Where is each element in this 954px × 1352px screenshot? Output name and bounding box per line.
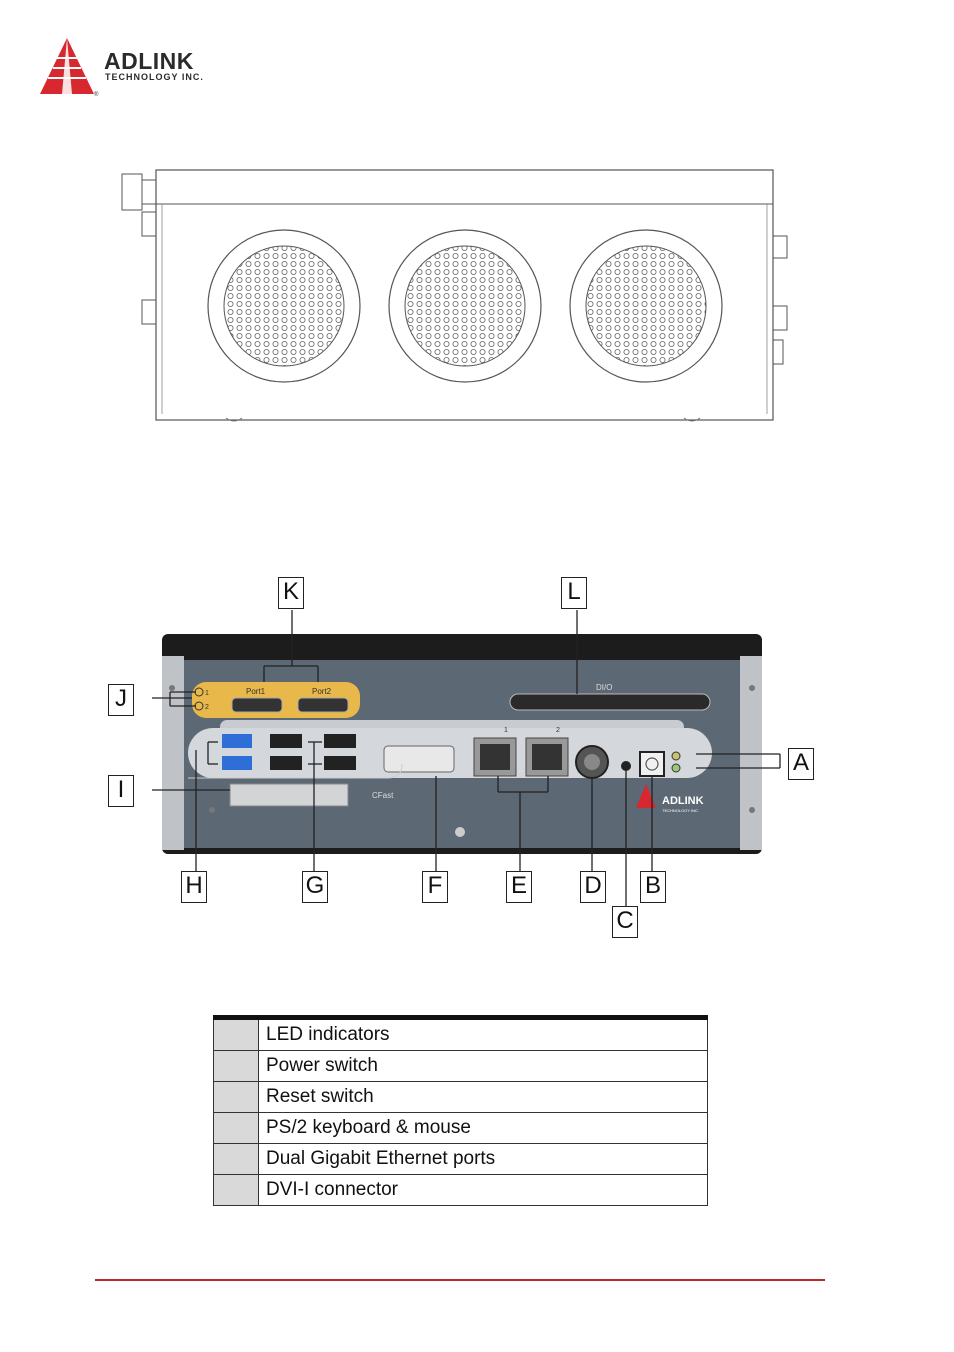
callout-h: H [181,871,207,903]
panel-logo-subtitle: TECHNOLOGY INC. [662,808,699,813]
callout-k: K [278,577,304,609]
led-1-label: 1 [205,690,209,697]
row-label: PS/2 keyboard & mouse [258,1112,708,1144]
table-row: Reset switch [213,1081,708,1113]
row-label: LED indicators [258,1015,708,1051]
callout-d: D [580,871,606,903]
led-2-label: 2 [205,704,209,711]
callout-j: J [108,684,134,716]
table-row: PS/2 keyboard & mouse [213,1112,708,1144]
row-key [213,1174,259,1206]
lan2-label: 2 [556,727,560,734]
svg-text:®: ® [94,91,99,98]
callout-b: B [640,871,666,903]
row-key [213,1143,259,1175]
fan-grille-1 [207,229,361,383]
table-row: LED indicators [213,1015,708,1051]
dio-label: DI/O [596,683,612,692]
table-row: Power switch [213,1050,708,1082]
cfast-label: CFast [372,791,394,800]
row-label: Dual Gigabit Ethernet ports [258,1143,708,1175]
row-label: Reset switch [258,1081,708,1113]
callout-c: C [612,906,638,938]
callout-g: G [302,871,328,903]
callout-a: A [788,748,814,780]
callout-e: E [506,871,532,903]
fan-grille-2 [388,229,542,383]
row-key [213,1050,259,1082]
logo-name: ADLINK [104,48,194,74]
component-table: LED indicators Power switch Reset switch… [213,1015,708,1206]
callout-l: L [561,577,587,609]
row-label: DVI-I connector [258,1174,708,1206]
row-key [213,1112,259,1144]
row-key [213,1081,259,1113]
port2-label: Port2 [312,687,332,696]
top-view-drawing [121,169,788,422]
front-panel-photo: Port1 Port2 1 2 DI/O 1 2 CFast ADLINK TE… [152,610,781,906]
fan-grille-3 [569,229,723,383]
logo-subtitle: TECHNOLOGY INC. [105,72,204,82]
lan1-label: 1 [504,727,508,734]
row-label: Power switch [258,1050,708,1082]
footer-divider [95,1279,825,1281]
row-key [213,1015,259,1051]
table-row: DVI-I connector [213,1174,708,1206]
panel-logo-name: ADLINK [662,795,704,807]
table-row: Dual Gigabit Ethernet ports [213,1143,708,1175]
callout-i: I [108,775,134,807]
callout-f: F [422,871,448,903]
port1-label: Port1 [246,687,266,696]
adlink-triangle-icon: ® [40,38,99,98]
